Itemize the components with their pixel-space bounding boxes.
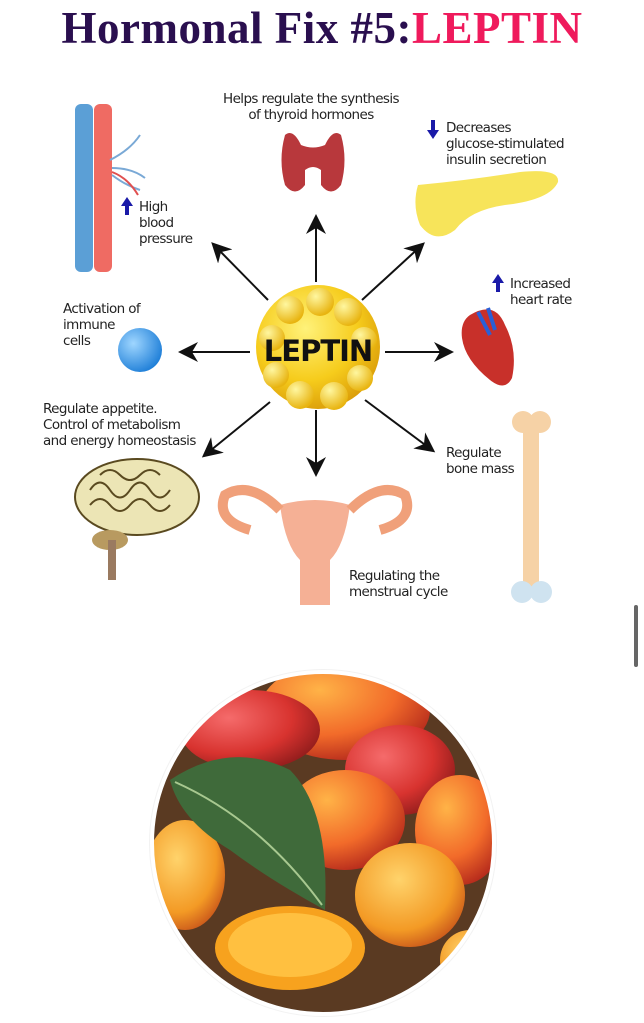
arrow-down-icon xyxy=(427,120,439,139)
arrows xyxy=(178,214,454,477)
heart-icon xyxy=(461,309,514,386)
arrow-up-icon xyxy=(492,274,504,292)
arrow-up-icon xyxy=(121,197,133,215)
leptin-label: LEPTIN xyxy=(263,334,373,368)
leptin-cell-icon xyxy=(256,285,380,410)
bone-icon xyxy=(511,411,552,603)
scrollbar[interactable] xyxy=(634,605,638,667)
thyroid-icon xyxy=(281,132,345,192)
uterus-icon xyxy=(217,485,413,605)
pancreas-icon xyxy=(415,171,559,237)
brain-icon xyxy=(74,458,200,580)
blood-vessel-icon xyxy=(75,104,146,272)
immune-cell-icon xyxy=(118,328,162,372)
mango-photo xyxy=(149,669,497,1017)
page-title: Hormonal Fix #5:LEPTIN xyxy=(61,3,583,53)
